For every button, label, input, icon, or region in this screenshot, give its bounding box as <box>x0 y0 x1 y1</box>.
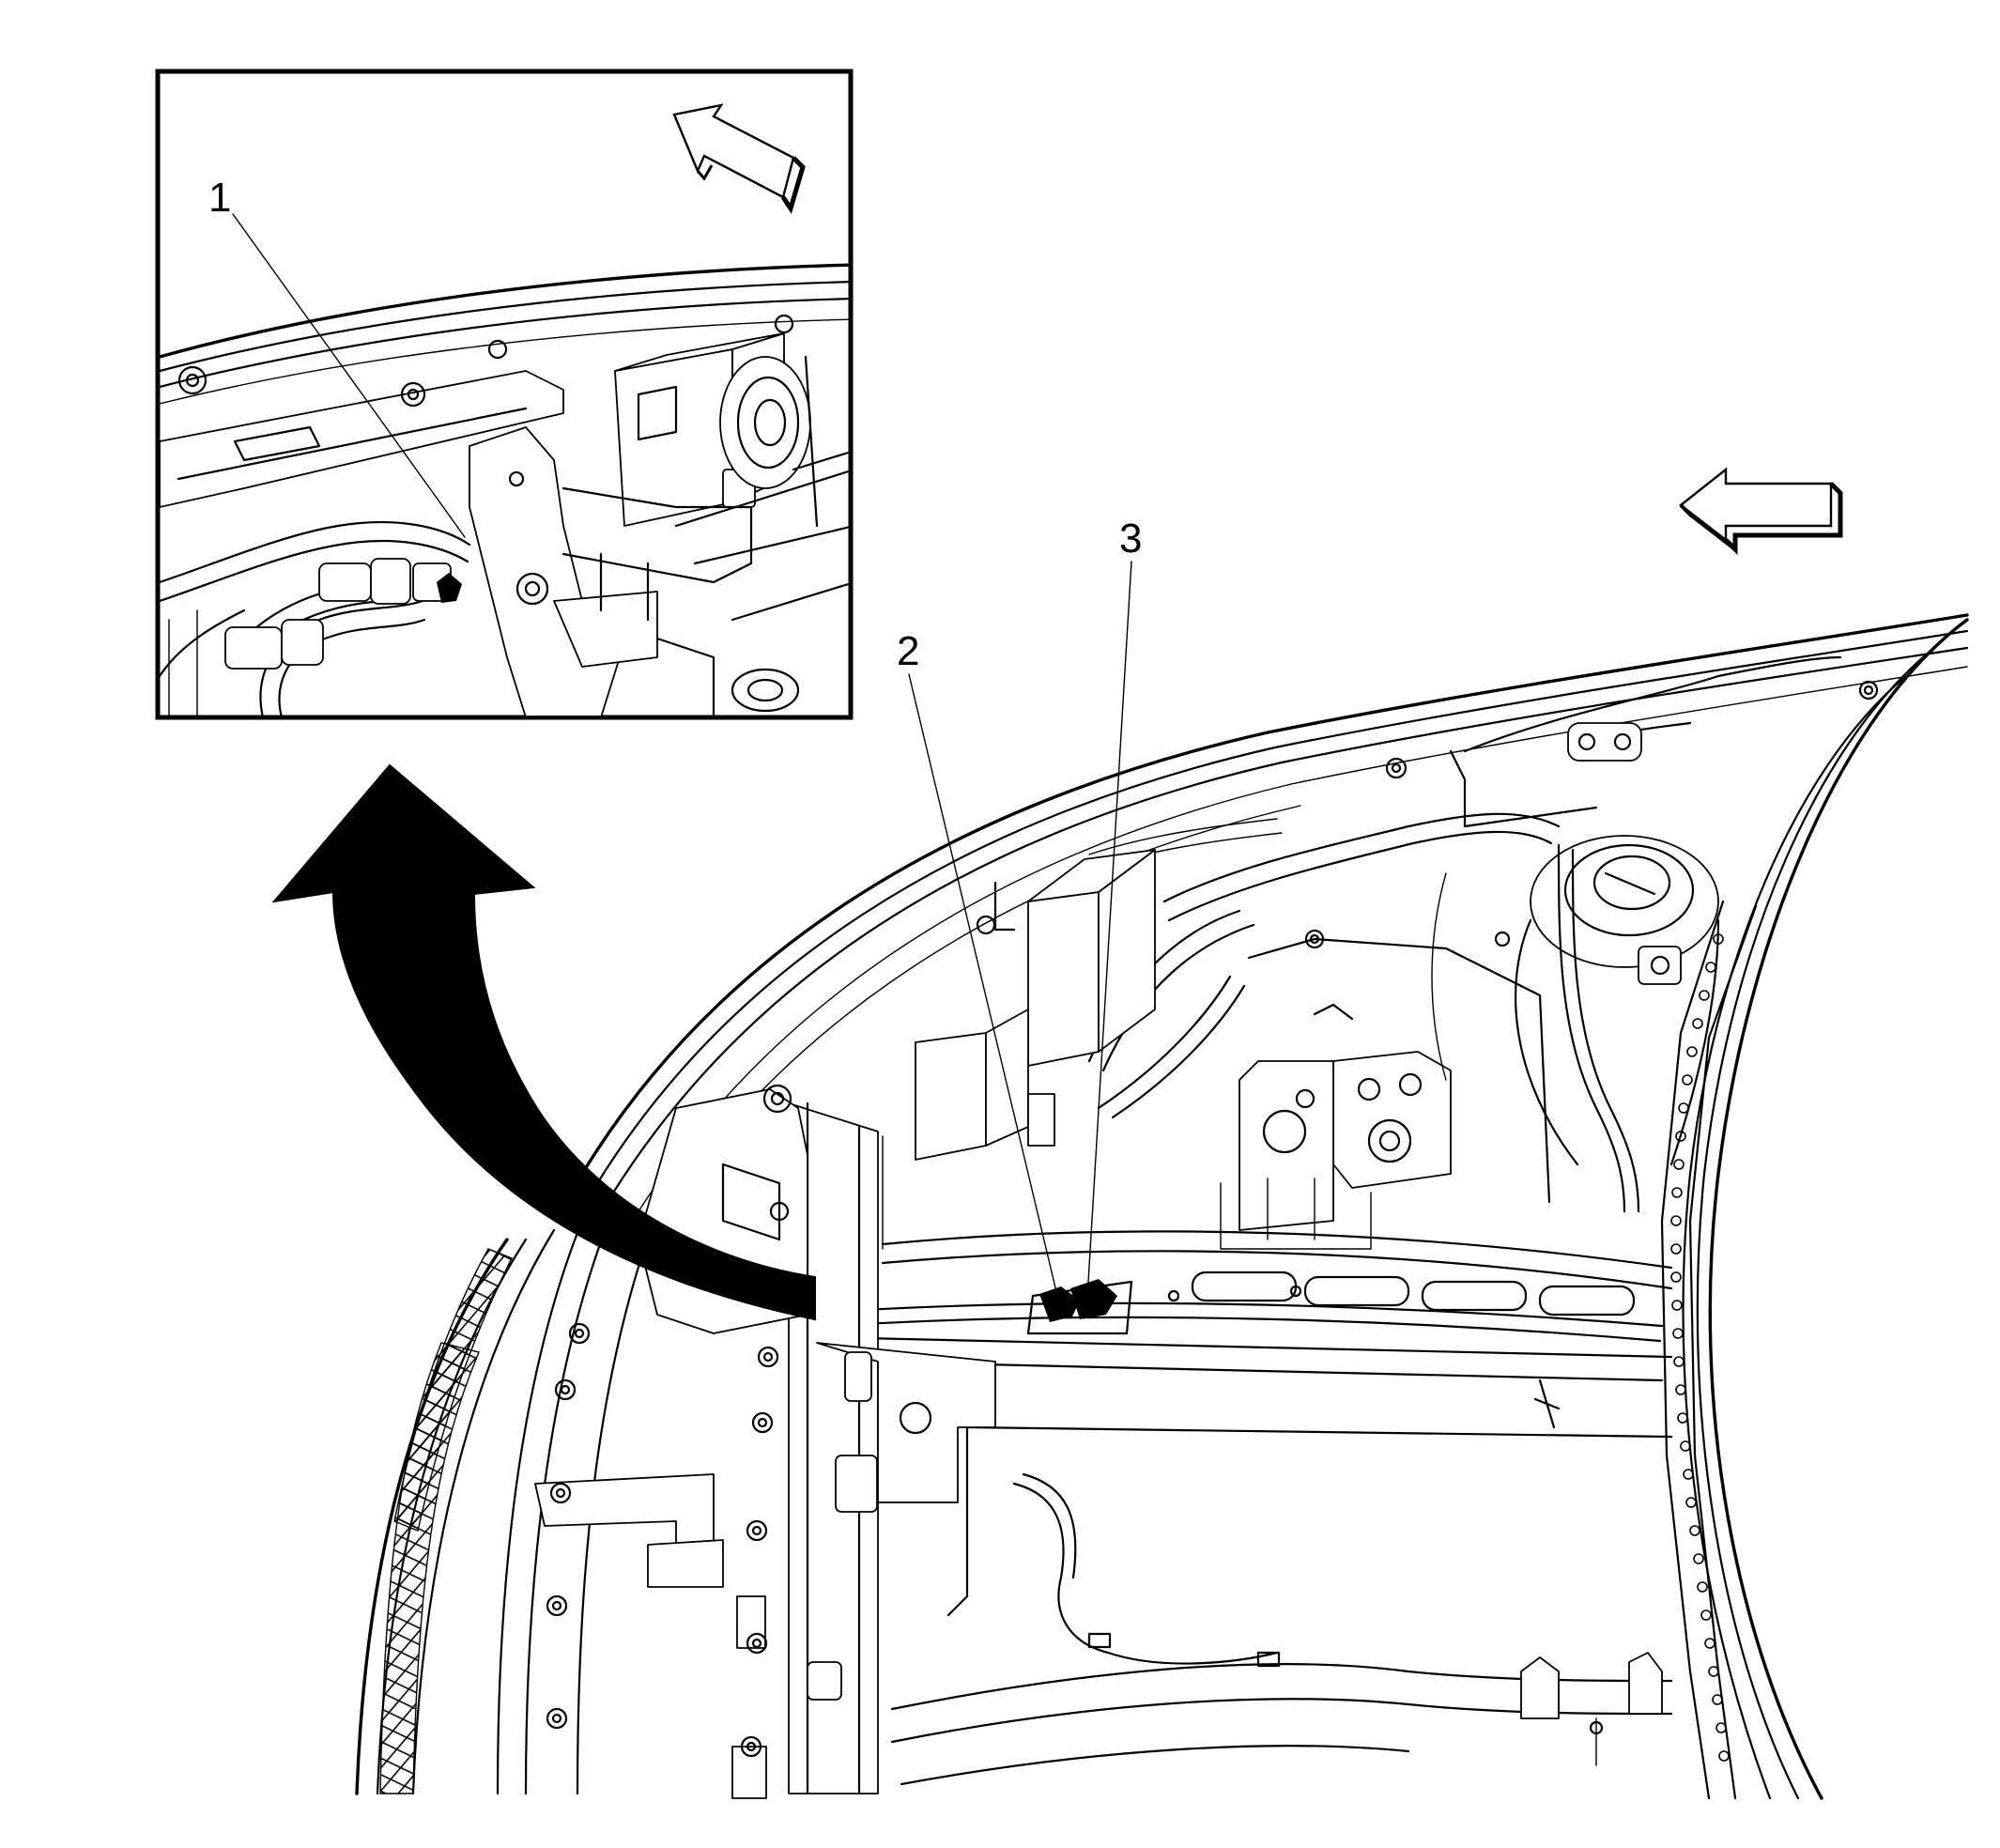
svg-text:2: 2 <box>897 628 919 674</box>
connector-pair <box>1026 1279 1133 1335</box>
svg-text:1: 1 <box>208 175 231 221</box>
grille-area <box>355 1209 779 1799</box>
curved-solid-arrow-icon <box>271 763 816 1321</box>
inset-detail-view: 1 <box>155 69 854 720</box>
main-illustration <box>355 613 1969 1800</box>
mount-bracket <box>1238 1051 1452 1231</box>
svg-text:3: 3 <box>1119 516 1142 562</box>
outline-arrow-left-icon <box>1679 467 1843 556</box>
callout-1: 1 <box>208 175 466 538</box>
module-box <box>915 849 1156 1161</box>
front-rail <box>862 1230 1673 1343</box>
radiator-support <box>788 1101 996 1795</box>
outline-arrow-up-left-icon <box>672 103 806 214</box>
callout-3: 3 <box>1086 516 1142 1299</box>
callout-2: 2 <box>897 628 1060 1304</box>
strut-tower <box>1514 835 1720 1166</box>
